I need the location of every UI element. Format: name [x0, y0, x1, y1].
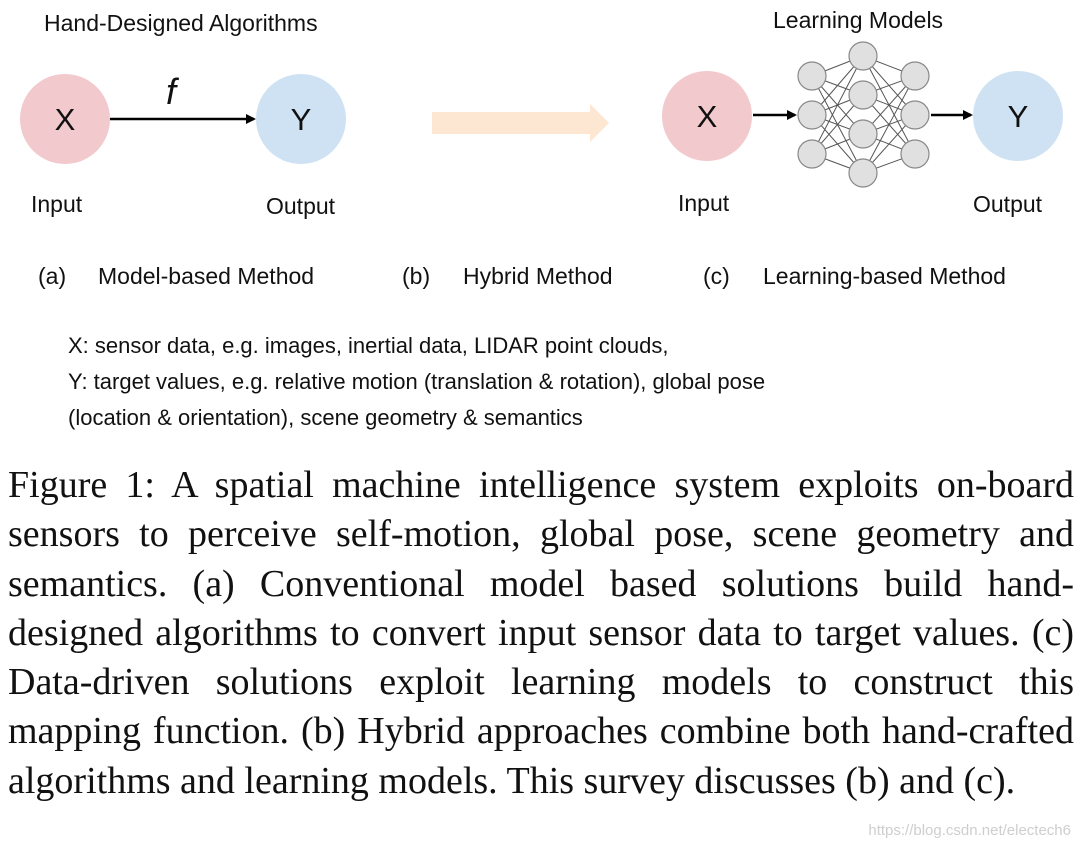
neuron-icon [848, 41, 878, 71]
neuron-icon [900, 61, 930, 91]
neural-network [797, 41, 930, 188]
input-node-left [20, 74, 110, 164]
output-node-right-label: Y [1008, 99, 1029, 134]
output-node-right [973, 71, 1063, 161]
subfig-b-tag: (b) [402, 263, 430, 289]
output-label-left: Output [266, 193, 336, 219]
input-label-left: Input [31, 191, 83, 217]
subfig-c-label: Learning-based Method [763, 263, 1006, 289]
function-label: f [166, 71, 180, 112]
neuron-icon [900, 139, 930, 169]
subfig-b-label: Hybrid Method [463, 263, 613, 289]
network-connection [811, 55, 864, 155]
variable-legend: X: sensor data, e.g. images, inertial da… [68, 328, 1048, 436]
subfig-a-label: Model-based Method [98, 263, 314, 289]
neuron-icon [900, 100, 930, 130]
subfig-c-tag: (c) [703, 263, 730, 289]
method-diagram: Hand-Designed Algorithms X f Y Input Out… [20, 7, 1063, 289]
output-label-right: Output [973, 191, 1043, 217]
input-node-right [662, 71, 752, 161]
output-node-left [256, 74, 346, 164]
figure-caption: Figure 1: A spatial machine intelligence… [8, 464, 1074, 802]
right-panel-title: Learning Models [773, 7, 943, 33]
watermark: https://blog.csdn.net/electech6 [868, 822, 1071, 839]
legend-line-y: Y: target values, e.g. relative motion (… [68, 369, 766, 394]
input-label-right: Input [678, 190, 730, 216]
input-node-left-label: X [55, 102, 76, 137]
subfig-a-tag: (a) [38, 263, 66, 289]
neuron-icon [848, 80, 878, 110]
neuron-icon [848, 158, 878, 188]
output-node-left-label: Y [291, 102, 312, 137]
neuron-icon [848, 119, 878, 149]
neuron-icon [797, 139, 827, 169]
hybrid-arrow [432, 104, 609, 142]
input-node-right-label: X [697, 99, 718, 134]
left-panel-title: Hand-Designed Algorithms [44, 10, 318, 36]
neuron-icon [797, 61, 827, 91]
network-connection [862, 75, 916, 174]
neuron-icon [797, 100, 827, 130]
legend-line-x: X: sensor data, e.g. images, inertial da… [68, 333, 669, 358]
legend-line-y-cont: (location & orientation), scene geometry… [68, 405, 583, 430]
